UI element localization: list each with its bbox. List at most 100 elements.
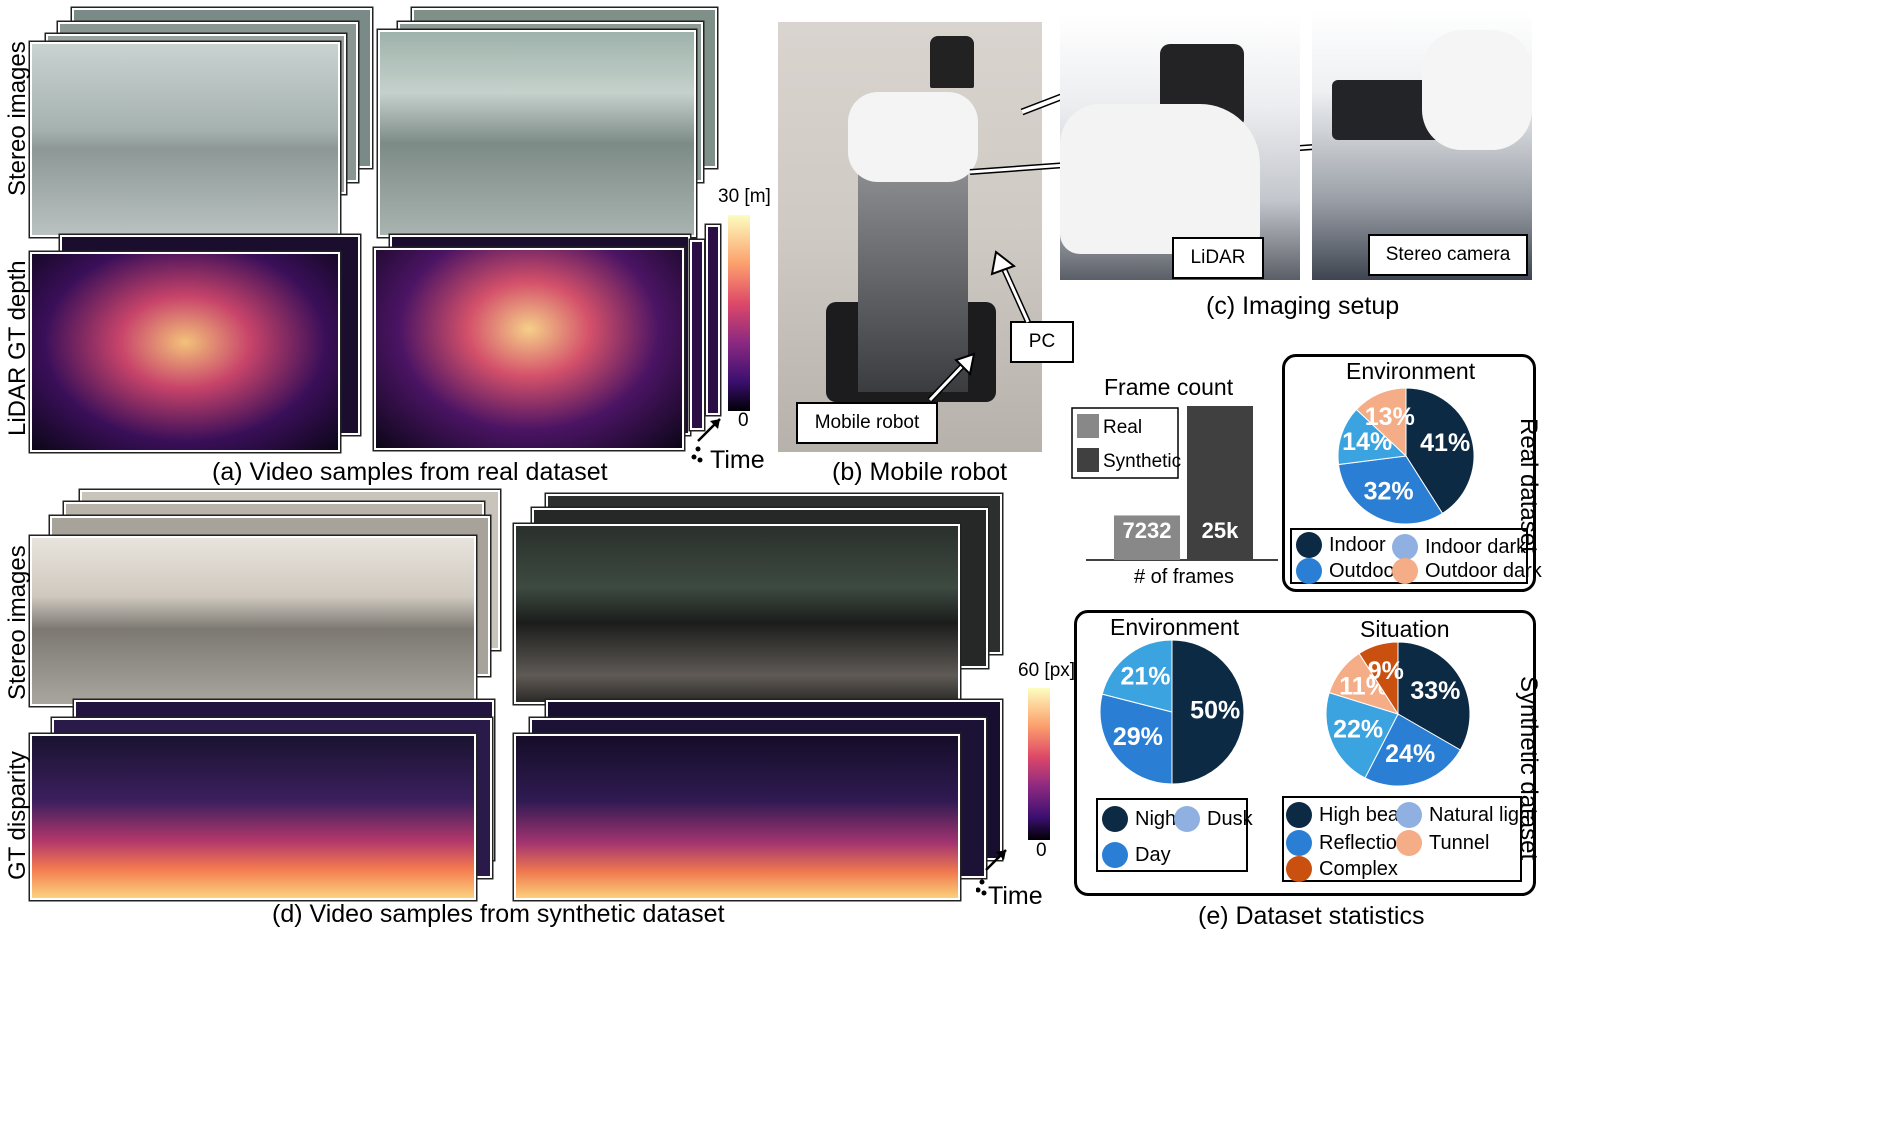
legend-label: Outdoor — [1329, 559, 1402, 582]
legend-item-natural-light: Natural light — [1396, 802, 1536, 828]
pie-slice-label: 29% — [1113, 723, 1163, 751]
real-environment-title: Environment — [1346, 358, 1476, 384]
pie-slice-natural-light — [1325, 691, 1399, 779]
time-arrow-icon — [691, 418, 721, 463]
legend-label: Tunnel — [1429, 831, 1490, 854]
synthetic-environment-title: Environment — [1110, 614, 1240, 640]
pie-slice-high-beam — [1397, 641, 1471, 751]
legend-item-outdoor: Outdoor — [1296, 558, 1401, 584]
stereo-cloth — [1422, 30, 1532, 150]
stereo-image-corridor — [30, 42, 340, 237]
pie-slice-night — [1171, 639, 1245, 785]
imaging-setup-lidar-photo — [1060, 14, 1300, 280]
tunnel-swatch-icon — [1396, 830, 1422, 856]
legend-label: Night — [1135, 807, 1182, 830]
disparity-street-day — [30, 734, 476, 900]
legend-label: Outdoor dark — [1425, 559, 1542, 582]
time-arrow-icon — [976, 849, 1007, 896]
pie-slice-dusk — [1101, 639, 1173, 713]
legend-label: Complex — [1319, 857, 1398, 880]
lidar-cloth — [1060, 104, 1260, 254]
bar-value-label: 7232 — [1123, 518, 1172, 543]
pie-slice-indoor-dark — [1337, 408, 1408, 466]
row-label-lidar-depth: LiDAR GT depth — [4, 260, 31, 436]
synthetic-situation-title: Situation — [1360, 616, 1450, 642]
stereo-image-street-day — [30, 536, 476, 706]
callout-pc: PC — [1010, 321, 1074, 363]
real-environment-legend: Indoor Indoor dark Outdoor Outdoor dark — [1290, 528, 1542, 584]
pie-slice-complex — [1358, 641, 1399, 716]
legend-label: Indoor dark — [1425, 535, 1527, 558]
pie-slice-outdoor-dark — [1355, 387, 1407, 458]
night-swatch-icon — [1102, 806, 1128, 832]
complex-swatch-icon — [1286, 856, 1312, 882]
row-label-gt-disparity: GT disparity — [4, 751, 31, 880]
robot-frame — [858, 172, 968, 392]
bar-value-label: 25k — [1202, 518, 1239, 543]
row-label-stereo-images: Stereo images — [4, 545, 31, 700]
colorbar-min-label: 0 — [1036, 840, 1047, 861]
legend-label: High beam — [1319, 803, 1416, 826]
legend-label: Natural light — [1429, 803, 1536, 826]
legend-label: Indoor — [1329, 533, 1386, 556]
depth-colorbar — [728, 215, 750, 411]
legend-item-night: Night — [1102, 806, 1182, 832]
natural-light-swatch-icon — [1396, 802, 1422, 828]
legend-item-indoor: Indoor — [1296, 532, 1386, 558]
legend-item-tunnel: Tunnel — [1396, 830, 1489, 856]
row-label-stereo-images: Stereo images — [4, 41, 31, 196]
callout-mobile-robot: Mobile robot — [796, 402, 938, 444]
lidar-depth-walkway — [374, 248, 684, 450]
legend-label: Day — [1135, 843, 1171, 866]
bar-legend-label: Synthetic — [1103, 451, 1181, 472]
pie-slice-label: 32% — [1364, 478, 1414, 506]
legend-item-day: Day — [1102, 842, 1171, 868]
stereo-image-walkway — [378, 30, 696, 237]
bar-synthetic — [1187, 406, 1253, 560]
pie-slice-label: 24% — [1385, 740, 1435, 768]
legend-item-dusk: Dusk — [1174, 806, 1253, 832]
frame-count-title: Frame count — [1104, 374, 1234, 400]
outdoor-swatch-icon — [1296, 558, 1322, 584]
panel-b-caption: (b) Mobile robot — [832, 458, 1008, 486]
callout-lidar: LiDAR — [1172, 237, 1264, 279]
panel-c-caption: (c) Imaging setup — [1206, 292, 1400, 320]
real-environment-pie: 41%32%14%13% — [1337, 387, 1475, 525]
pie-slice-label: 13% — [1365, 403, 1415, 431]
legend-label: Reflection — [1319, 831, 1408, 854]
day-swatch-icon — [1102, 842, 1128, 868]
synthetic-situation-pie: 33%24%22%11%9% — [1325, 641, 1471, 787]
bar-legend-label: Real — [1103, 417, 1142, 438]
disparity-colorbar — [1028, 688, 1050, 840]
pie-slice-outdoor — [1337, 455, 1444, 525]
pie-slice-label: 22% — [1333, 715, 1383, 743]
lidar-frame-back — [690, 240, 704, 430]
legend-item-complex: Complex — [1286, 856, 1398, 882]
lidar-sensor — [930, 36, 974, 88]
robot-cloth — [848, 92, 978, 182]
real-dataset-label: Real dataset — [1515, 418, 1542, 553]
pie-slice-label: 50% — [1190, 697, 1240, 725]
dusk-swatch-icon — [1174, 806, 1200, 832]
bar-real — [1114, 515, 1180, 560]
callout-stereo-camera: Stereo camera — [1368, 234, 1528, 276]
reflection-swatch-icon — [1286, 830, 1312, 856]
legend-item-reflection: Reflection — [1286, 830, 1408, 856]
synthetic-dataset-label: Synthetic dataset — [1515, 676, 1542, 861]
time-label: Time — [988, 882, 1043, 910]
indoor-swatch-icon — [1296, 532, 1322, 558]
bar-legend-swatch-icon — [1077, 414, 1099, 438]
mobile-robot-photo — [778, 22, 1042, 452]
colorbar-max-label: 60 [px] — [1018, 660, 1076, 681]
bar-legend-swatch-icon — [1077, 448, 1099, 472]
pie-slice-label: 9% — [1368, 657, 1404, 685]
panel-e-caption: (e) Dataset statistics — [1198, 902, 1425, 930]
lidar-depth-corridor — [30, 252, 340, 452]
stereo-image-street-night — [514, 524, 960, 704]
legend-item-outdoor-dark: Outdoor dark — [1392, 558, 1542, 584]
panel-a-caption: (a) Video samples from real dataset — [212, 458, 608, 486]
pie-slice-day — [1099, 693, 1173, 785]
legend-label: Dusk — [1207, 807, 1253, 830]
high-beam-swatch-icon — [1286, 802, 1312, 828]
